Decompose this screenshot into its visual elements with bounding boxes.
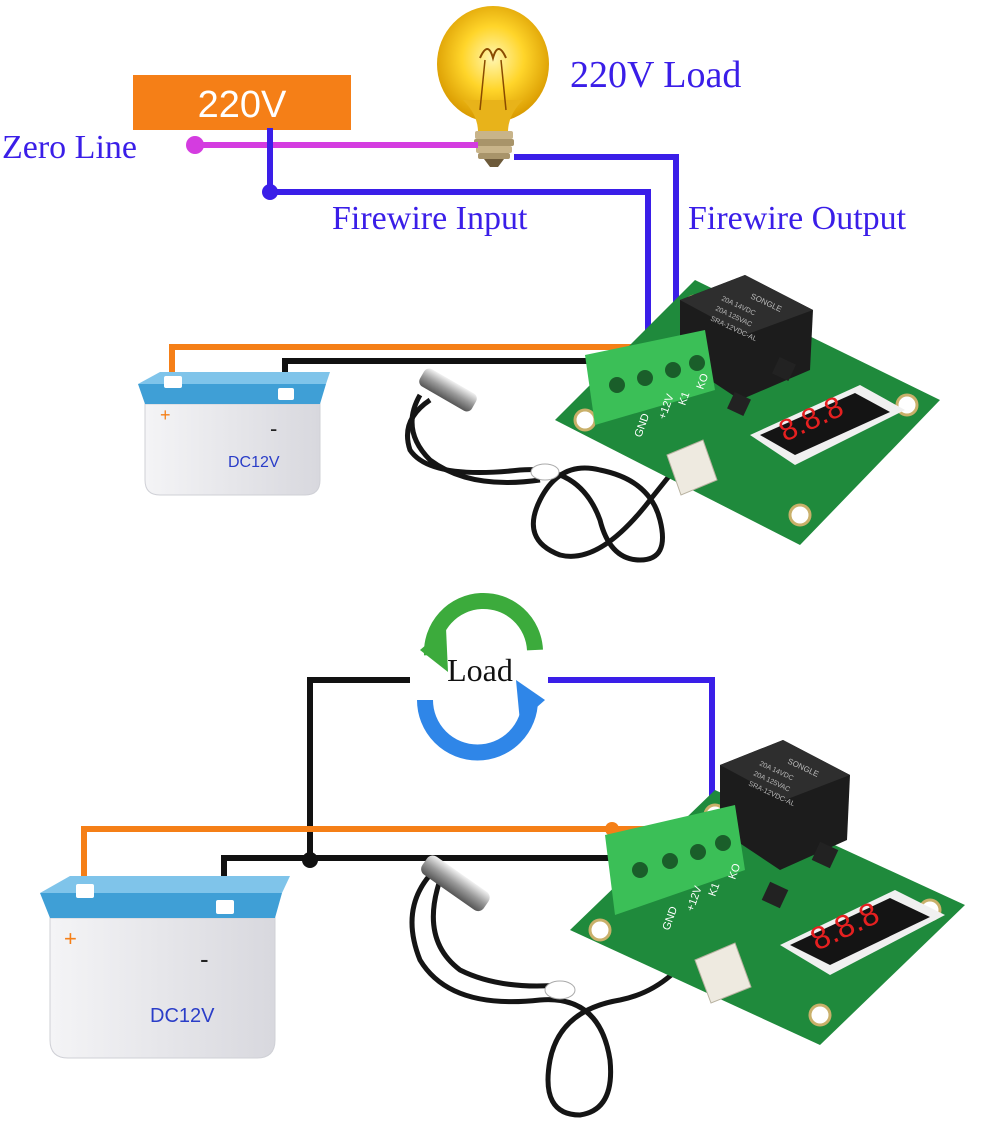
firewire-output-label: Firewire Output [688, 200, 907, 237]
temperature-probe [405, 368, 692, 563]
battery-plus: + [64, 926, 77, 951]
temperature-probe [409, 855, 703, 1118]
load-label: Load [447, 652, 513, 688]
load-output-wire [548, 677, 715, 812]
firewire-input-wire [262, 128, 651, 340]
load-return-wire [307, 677, 410, 860]
positive-junction [605, 822, 619, 836]
power-source-220v: 220V [133, 75, 351, 130]
pin-k1: K1 [677, 390, 693, 407]
firewire-output-wire [514, 154, 679, 335]
pin-ko: KO [727, 862, 744, 881]
zero-line-wire [186, 136, 478, 154]
thermostat-board: SONGLE 20A 14VDC 20A 125VAC SRA-12VDC-AL… [555, 275, 940, 545]
zero-line-label: Zero Line [2, 129, 137, 166]
pin-k1: K1 [707, 881, 723, 898]
firewire-input-label: Firewire Input [332, 200, 528, 237]
load-label: 220V Load [570, 54, 741, 96]
battery-label: DC12V [150, 1005, 215, 1027]
positive-wire [81, 826, 685, 893]
battery-label: DC12V [228, 454, 280, 471]
battery-plus: + [160, 405, 171, 425]
load-cycle-icon [417, 593, 545, 761]
source-label: 220V [198, 84, 287, 126]
pin-ko: KO [695, 372, 712, 391]
battery-minus: - [270, 416, 277, 441]
top-diagram: 220V 220V Load Zero Line Firewire Inp [2, 6, 940, 563]
battery-12v: + - DC12V [138, 372, 330, 496]
battery-minus: - [200, 944, 209, 974]
thermostat-board: SONGLE 20A 14VDC 20A 125VAC SRA-12VDC-AL… [570, 740, 965, 1045]
battery-12v: + - DC12V [40, 876, 290, 1059]
bottom-diagram: Load + - DC12V [40, 593, 965, 1118]
ground-junction [302, 852, 318, 868]
light-bulb-icon [437, 6, 549, 167]
